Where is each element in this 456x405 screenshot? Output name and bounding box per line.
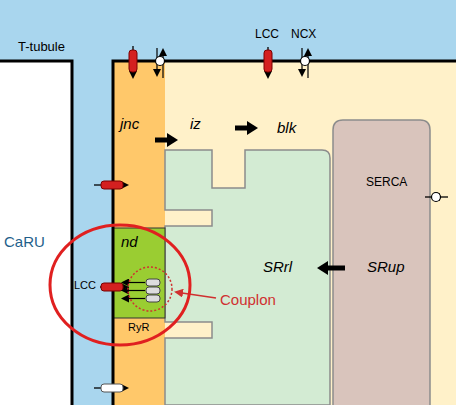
ncx-exchanger — [301, 57, 310, 66]
region-label: iz — [190, 115, 201, 132]
lcc-channel — [101, 384, 123, 392]
flow-arrow — [327, 266, 345, 271]
flow-arrow — [155, 138, 168, 143]
serca-pump — [432, 193, 441, 202]
region-label: SRrl — [263, 258, 292, 275]
uptake-sr-region: SRup — [333, 120, 430, 405]
release-arrow — [128, 282, 145, 283]
t-tubule-region: T-tubule — [0, 0, 456, 60]
uptake-sr-shape — [333, 120, 430, 405]
region-label: blk — [277, 119, 296, 136]
ryr-channel — [146, 295, 160, 302]
leader-arrow — [182, 293, 216, 298]
caru-outline — [50, 225, 190, 345]
extracellular-space — [0, 0, 456, 61]
lcc-channel — [129, 50, 137, 72]
lcc-channel — [101, 181, 123, 189]
junctional-region: jnc nd — [113, 62, 165, 405]
channel-label: RyR — [128, 321, 149, 334]
release-sr-region: SRrl — [165, 150, 330, 405]
couplon-outline — [128, 267, 172, 311]
unit-label: CaRU — [4, 233, 45, 250]
lcc-channel — [264, 50, 272, 72]
nanodomain-box: nd — [113, 228, 165, 318]
ryr-channel — [146, 287, 160, 294]
membrane — [0, 61, 72, 405]
membrane — [113, 61, 456, 405]
nanodomain-shape — [113, 228, 165, 318]
intermediate-zone: iz — [165, 62, 245, 150]
cytosol — [113, 62, 456, 405]
uptake-arrow — [425, 196, 431, 197]
bulk-region: blk — [245, 62, 456, 150]
t-tubule-lumen — [72, 60, 113, 405]
channel-label: LCC — [74, 279, 96, 292]
exchanger-label: NCX — [291, 28, 316, 42]
channel-label: LCC — [255, 28, 279, 42]
flow-arrow — [235, 126, 248, 131]
region-label: T-tubule — [18, 40, 65, 55]
ncx-exchanger — [156, 57, 165, 66]
release-arrow — [128, 290, 145, 291]
region-label: jnc — [120, 115, 139, 132]
region-label: nd — [121, 233, 138, 250]
ryr-channel — [146, 279, 160, 286]
pump-label: SERCA — [366, 176, 407, 190]
lcc-channel — [101, 283, 123, 291]
release-arrow — [128, 298, 145, 299]
couplon-label: Couplon — [220, 291, 276, 308]
region-label: SRup — [367, 258, 405, 275]
